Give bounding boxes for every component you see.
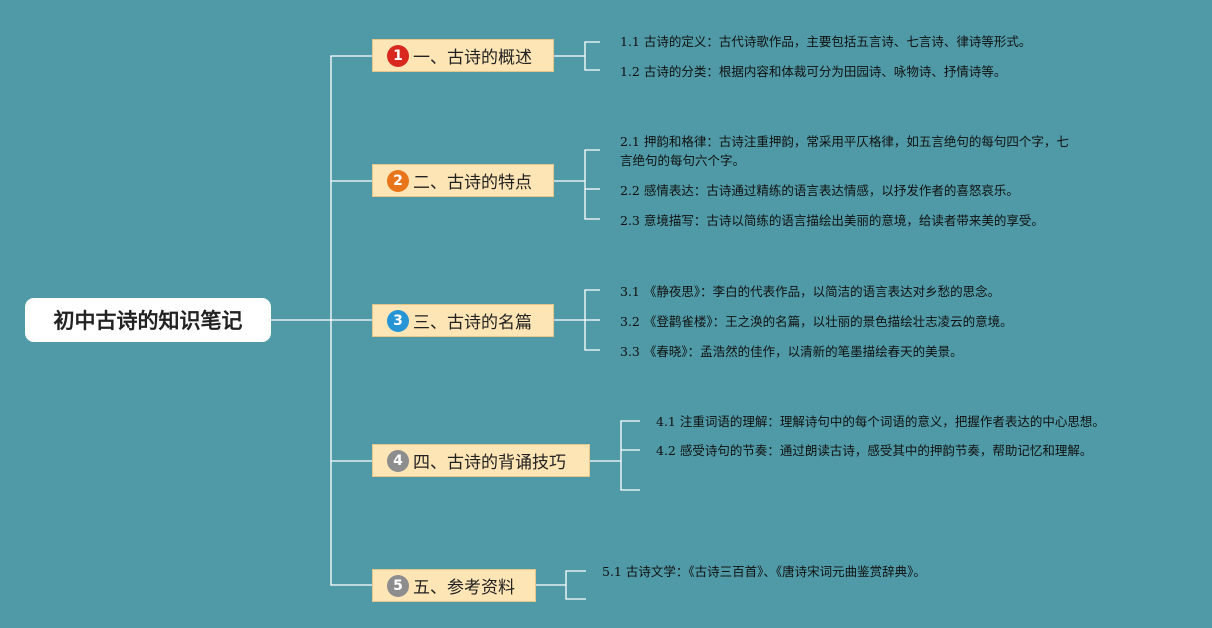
leaf-item[interactable]: 2.3 意境描写：古诗以简练的语言描绘出美丽的意境，给读者带来美的享受。 [620, 213, 1044, 228]
number-badge-icon: 3 [387, 309, 409, 332]
branch-references[interactable]: 5 五、参考资料 [372, 569, 536, 602]
branch-title: 四、古诗的背诵技巧 [413, 453, 566, 473]
number-badge-icon: 5 [387, 574, 409, 597]
branch-title: 一、古诗的概述 [413, 48, 532, 68]
number-badge-icon: 1 [387, 44, 409, 67]
branch-recitation-tips[interactable]: 4 四、古诗的背诵技巧 [372, 444, 590, 477]
branch-famous-poems[interactable]: 3 三、古诗的名篇 [372, 304, 554, 337]
leaf-item[interactable]: 2.1 押韵和格律：古诗注重押韵，常采用平仄格律，如五言绝句的每句四个字，七 [620, 134, 1069, 149]
leaf-bracket [584, 41, 600, 71]
leaf-item[interactable]: 1.1 古诗的定义：古代诗歌作品，主要包括五言诗、七言诗、律诗等形式。 [620, 34, 1032, 49]
leaf-item[interactable]: 3.3 《春晓》：孟浩然的佳作，以清新的笔墨描绘春天的美景。 [620, 344, 963, 359]
root-title: 初中古诗的知识笔记 [53, 309, 243, 333]
leaf-item[interactable]: 3.1 《静夜思》：李白的代表作品，以简洁的语言表达对乡愁的思念。 [620, 284, 1001, 299]
leaf-item[interactable]: 5.1 古诗文学：《古诗三百首》、《唐诗宋词元曲鉴赏辞典》。 [602, 564, 926, 579]
branch-title: 二、古诗的特点 [413, 173, 532, 193]
leaf-bracket [584, 149, 600, 220]
branch-overview[interactable]: 1 一、古诗的概述 [372, 39, 554, 72]
leaf-bracket [620, 420, 640, 491]
leaf-item-continued: 言绝句的每句六个字。 [620, 153, 746, 168]
leaf-item[interactable]: 4.1 注重词语的理解：理解诗句中的每个词语的意义，把握作者表达的中心思想。 [656, 414, 1105, 429]
branch-title: 五、参考资料 [413, 578, 515, 598]
root-topic[interactable]: 初中古诗的知识笔记 [25, 298, 271, 342]
leaf-item[interactable]: 1.2 古诗的分类：根据内容和体裁可分为田园诗、咏物诗、抒情诗等。 [620, 64, 1007, 79]
branch-title: 三、古诗的名篇 [413, 313, 532, 333]
branch-features[interactable]: 2 二、古诗的特点 [372, 164, 554, 197]
number-badge-icon: 2 [387, 169, 409, 192]
number-badge-icon: 4 [387, 449, 409, 472]
leaf-bracket [565, 570, 586, 600]
leaf-item[interactable]: 2.2 感情表达：古诗通过精练的语言表达情感，以抒发作者的喜怒哀乐。 [620, 183, 1019, 198]
leaf-item[interactable]: 4.2 感受诗句的节奏：通过朗读古诗，感受其中的押韵节奏，帮助记忆和理解。 [656, 443, 1093, 458]
leaf-item[interactable]: 3.2 《登鹳雀楼》：王之涣的名篇，以壮丽的景色描绘壮志凌云的意境。 [620, 314, 1013, 329]
